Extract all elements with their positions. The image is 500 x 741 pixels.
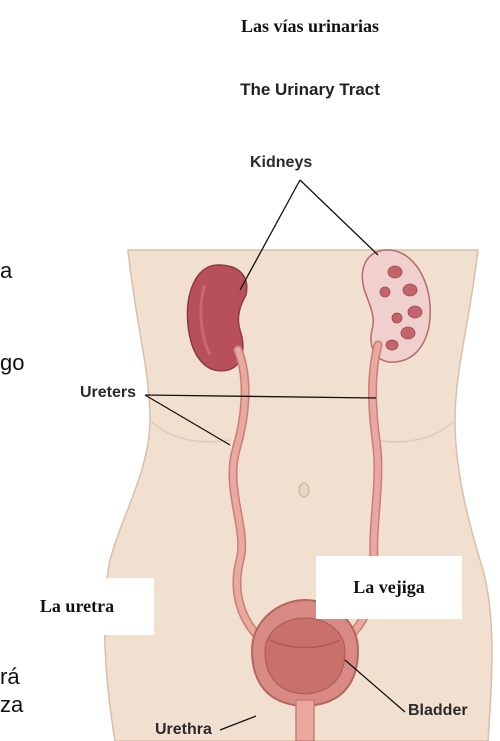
- vejiga-overlay-label: La vejiga: [316, 556, 462, 619]
- urethra: [296, 700, 314, 741]
- text-fragment-go: go: [0, 350, 24, 376]
- ureters-label: Ureters: [80, 384, 136, 402]
- navel: [299, 483, 309, 497]
- text-fragment-ra: rá: [0, 664, 20, 690]
- uretra-overlay-label: La uretra: [0, 578, 154, 635]
- urethra-label: Urethra: [155, 721, 212, 739]
- text-fragment-za: za: [0, 692, 23, 718]
- title-spanish: Las vías urinarias: [190, 16, 430, 37]
- title-english: The Urinary Tract: [190, 80, 430, 100]
- bladder-label: Bladder: [408, 702, 468, 720]
- kidneys-label: Kidneys: [250, 154, 312, 172]
- text-fragment-a: a: [0, 258, 12, 284]
